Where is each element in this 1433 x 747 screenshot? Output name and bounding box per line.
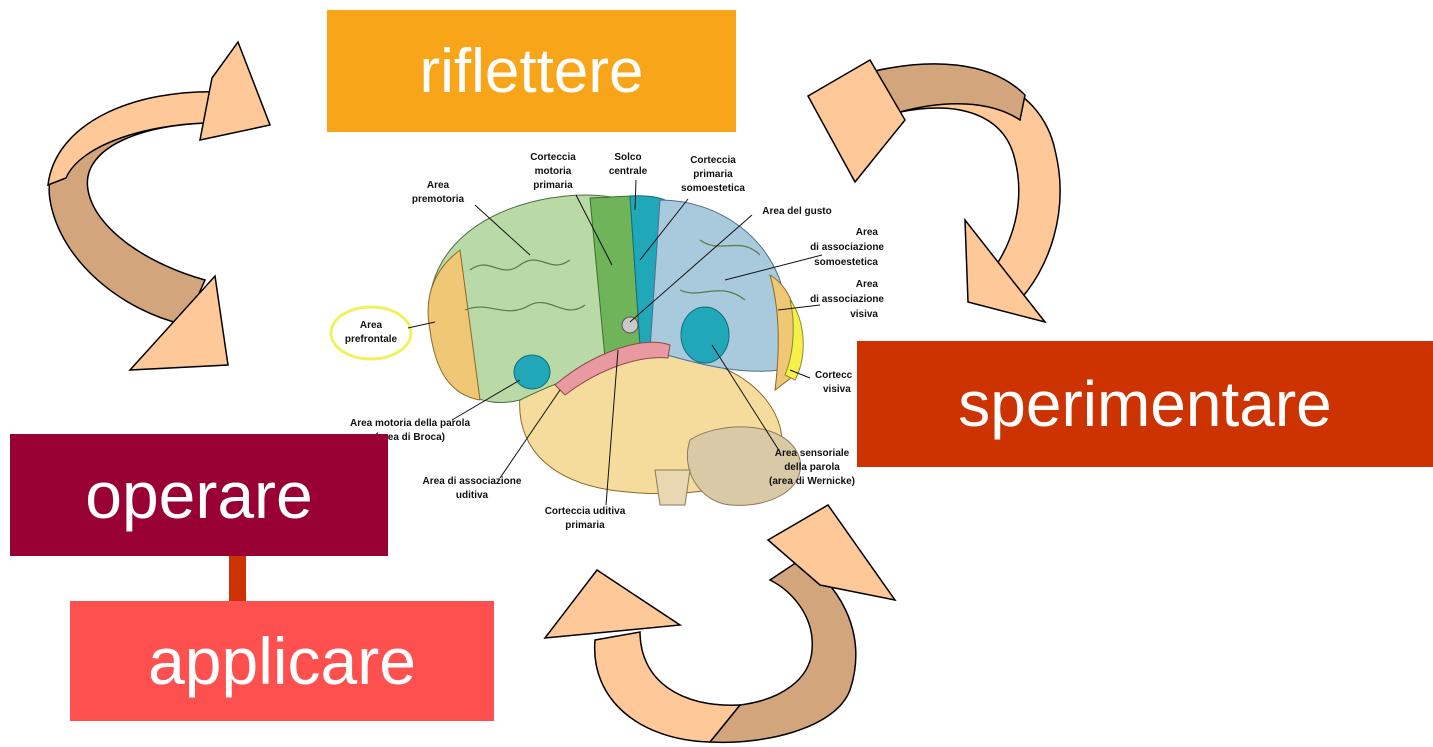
- arrow-head: [128, 274, 229, 371]
- svg-text:Area: Area: [360, 320, 383, 331]
- arrow-operare-to-riflettere: [47, 40, 272, 371]
- svg-text:Area motoria della parola: Area motoria della parola: [350, 418, 470, 429]
- label-area-gusto: Area del gusto: [762, 206, 831, 217]
- svg-text:somoestetica: somoestetica: [681, 183, 745, 194]
- svg-text:(area di Wernicke): (area di Wernicke): [769, 476, 855, 487]
- auditory-cortex: [554, 341, 671, 396]
- brain-stem: [654, 469, 691, 506]
- svg-text:Area di associazione: Area di associazione: [423, 476, 522, 487]
- arrow-band-front: [594, 631, 742, 743]
- box-operare-label: operare: [85, 458, 313, 532]
- cerebellum: [686, 426, 801, 506]
- box-riflettere-label: riflettere: [419, 36, 644, 106]
- svg-text:Area del gusto: Area del gusto: [762, 206, 831, 217]
- wernicke-area: [680, 306, 730, 364]
- arrow-band-front: [47, 90, 233, 187]
- label-corteccia-uditiva: Corteccia uditiva primaria: [545, 506, 626, 531]
- svg-text:Cortecc: Cortecc: [815, 370, 853, 381]
- svg-text:di associazione: di associazione: [810, 294, 884, 305]
- svg-text:Area: Area: [856, 279, 879, 290]
- label-solco-centrale: Solco centrale: [609, 152, 648, 177]
- arrow-head: [199, 40, 272, 141]
- svg-text:visiva: visiva: [823, 384, 851, 395]
- label-area-broca: Area motoria della parola (area di Broca…: [350, 418, 470, 443]
- sulci: [464, 239, 761, 312]
- box-operare: operare: [10, 434, 388, 556]
- svg-text:primaria: primaria: [533, 180, 573, 191]
- arrow-head: [806, 58, 906, 184]
- box-sperimentare: sperimentare: [857, 341, 1433, 467]
- svg-text:premotoria: premotoria: [412, 194, 465, 205]
- svg-text:primaria: primaria: [693, 169, 733, 180]
- gustatory-area: [621, 316, 639, 334]
- svg-text:centrale: centrale: [609, 166, 648, 177]
- arrow-band-back: [868, 63, 1026, 122]
- svg-text:Corteccia: Corteccia: [690, 155, 736, 166]
- svg-text:di associazione: di associazione: [810, 242, 884, 253]
- svg-text:Solco: Solco: [614, 152, 641, 163]
- svg-text:prefrontale: prefrontale: [345, 334, 398, 345]
- broca-area: [513, 354, 551, 390]
- prefrontal: [427, 249, 481, 401]
- label-area-prefrontale: Area prefrontale: [345, 320, 398, 345]
- svg-text:motoria: motoria: [535, 166, 572, 177]
- label-area-premotoria: Area premotoria: [412, 180, 465, 205]
- arrow-band-back: [708, 559, 857, 744]
- arrow-head: [766, 504, 897, 602]
- svg-text:Corteccia: Corteccia: [530, 152, 576, 163]
- box-riflettere: riflettere: [327, 10, 736, 132]
- arrow-head: [543, 568, 683, 639]
- svg-text:Area: Area: [427, 180, 450, 191]
- svg-text:primaria: primaria: [565, 520, 605, 531]
- svg-text:visiva: visiva: [850, 309, 878, 320]
- svg-text:(area di Broca): (area di Broca): [375, 432, 445, 443]
- box-sperimentare-label: sperimentare: [958, 368, 1332, 440]
- box-applicare-label: applicare: [148, 624, 416, 698]
- box-applicare: applicare: [70, 601, 494, 721]
- label-corteccia-motoria: Corteccia motoria primaria: [530, 152, 576, 191]
- svg-text:somoestetica: somoestetica: [814, 257, 878, 268]
- svg-text:della parola: della parola: [784, 462, 840, 473]
- arrow-sperimentare-to-bottom: [543, 504, 897, 744]
- label-corteccia-visiva: Cortecc visiva: [815, 370, 853, 395]
- svg-text:Corteccia uditiva: Corteccia uditiva: [545, 506, 626, 517]
- leader-lines: [407, 179, 823, 506]
- svg-text:uditiva: uditiva: [456, 490, 489, 501]
- operare-applicare-connector: [229, 556, 246, 602]
- label-area-assoc-uditiva: Area di associazione uditiva: [423, 476, 522, 501]
- label-corteccia-somoestetica: Corteccia primaria somoestetica: [681, 155, 745, 194]
- label-area-assoc-somoestetica: Area di associazione somoestetica: [810, 227, 884, 268]
- svg-text:Area sensoriale: Area sensoriale: [775, 448, 850, 459]
- svg-text:Area: Area: [856, 227, 879, 238]
- prefrontal-highlight: [329, 305, 413, 361]
- arrow-riflettere-to-sperimentare: [806, 58, 1061, 324]
- label-area-assoc-visiva: Area di associazione visiva: [810, 279, 884, 320]
- label-area-wernicke: Area sensoriale della parola (area di We…: [769, 448, 855, 487]
- visual-cortex: [784, 299, 804, 381]
- arrow-head: [964, 217, 1047, 324]
